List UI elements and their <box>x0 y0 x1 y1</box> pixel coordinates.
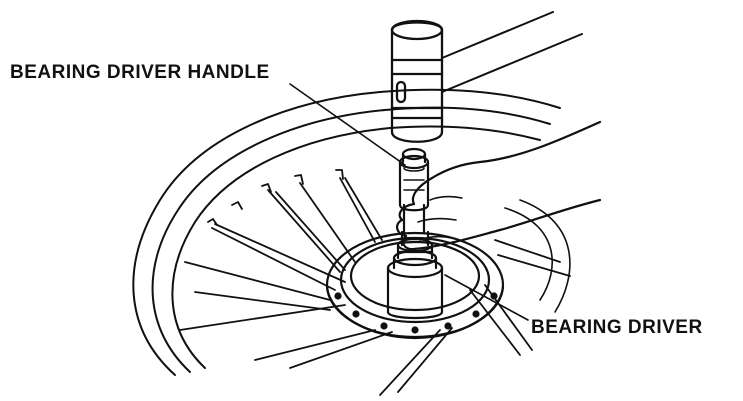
leader-line-driver <box>444 274 529 321</box>
wheel-spokes <box>179 177 571 396</box>
label-bearing-driver: BEARING DRIVER <box>531 317 703 338</box>
spoke-nipples <box>207 169 344 226</box>
leader-lines <box>289 83 529 321</box>
bearing-driver-handle <box>398 147 430 234</box>
wheel-hub <box>325 231 505 340</box>
leader-line-handle <box>289 83 406 166</box>
wheel-rim <box>132 88 571 376</box>
bearing-driver <box>386 230 444 320</box>
hand <box>396 120 602 251</box>
hammer <box>390 11 583 143</box>
label-bearing-driver-handle: BEARING DRIVER HANDLE <box>10 62 270 83</box>
